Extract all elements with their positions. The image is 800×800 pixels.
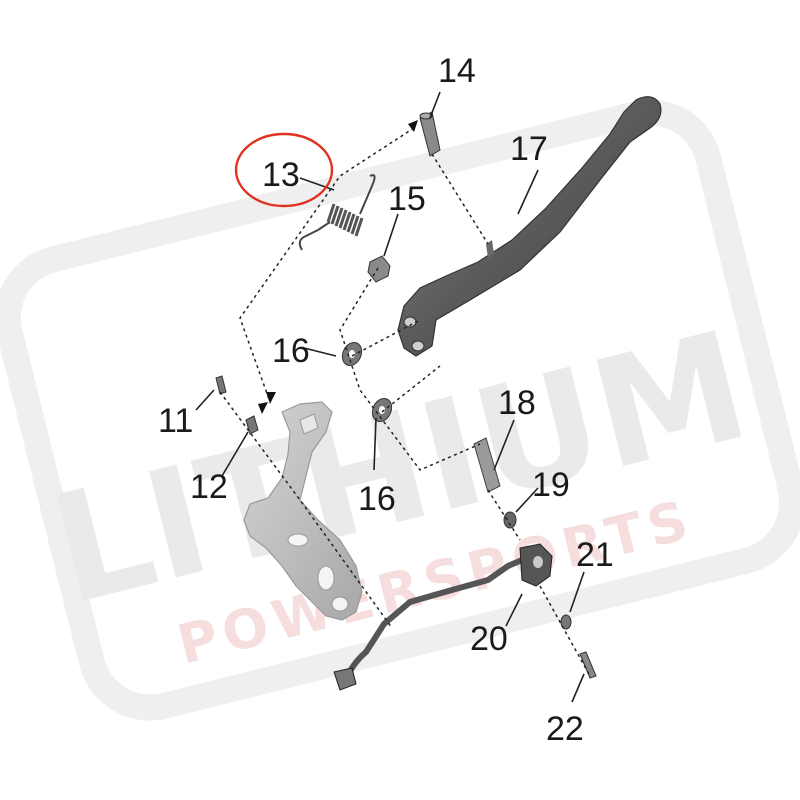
part-22-bolt	[579, 651, 597, 679]
callout-19: 19	[532, 466, 570, 504]
assembly-lines	[219, 127, 591, 677]
leader-lines	[195, 91, 585, 703]
callout-15: 15	[388, 180, 426, 218]
part-21-washer	[560, 614, 572, 630]
callout-11: 11	[158, 402, 193, 440]
callout-16-upper: 16	[272, 332, 310, 370]
callout-20: 20	[470, 620, 508, 658]
part-13-return-spring	[298, 174, 376, 251]
callout-12: 12	[190, 468, 228, 506]
part-15-nut	[367, 255, 391, 283]
part-11-bolt	[215, 375, 227, 395]
callout-22: 22	[546, 710, 584, 748]
callout-13: 13	[262, 156, 300, 194]
mounting-bracket	[243, 401, 363, 621]
callout-14: 14	[438, 52, 476, 90]
part-18-pivot-pin	[473, 437, 501, 493]
watermark-frame	[0, 99, 800, 721]
part-12-stud	[245, 415, 259, 435]
highlight-circle	[234, 132, 334, 208]
callout-16-lower: 16	[358, 480, 396, 518]
arrow-head-spring-top	[408, 120, 418, 132]
part-19-washer	[503, 511, 517, 529]
callouts: 11 12 13 14 15 16 16 17 18 19 20 21 22	[158, 52, 614, 748]
callout-18: 18	[498, 384, 536, 422]
part-16-washer-upper	[341, 341, 363, 367]
callout-17: 17	[510, 130, 548, 168]
part-17-brake-lever	[397, 96, 662, 357]
arrow-head-stud	[258, 402, 268, 414]
part-14-pin	[419, 111, 441, 157]
arrow-head-spring-bottom	[266, 392, 276, 404]
part-20-brake-rod	[333, 543, 553, 691]
part-16-washer-lower	[371, 397, 393, 423]
callout-21: 21	[576, 536, 614, 574]
